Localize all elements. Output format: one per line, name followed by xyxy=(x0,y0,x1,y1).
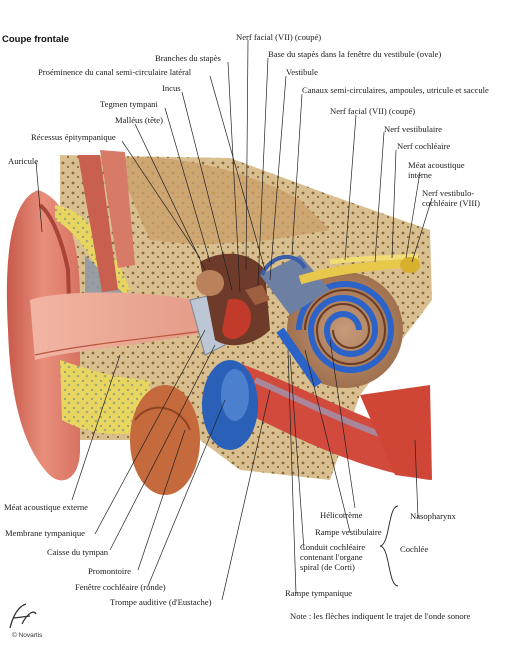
lower-cartilage xyxy=(60,360,150,435)
label-cochlee: Cochlée xyxy=(400,544,429,554)
promontory xyxy=(130,385,200,495)
footnote: Note : les flèches indiquent le trajet d… xyxy=(290,611,471,621)
label-nerf-facial-right: Nerf facial (VII) (coupé) xyxy=(330,106,416,116)
label-helicotrema: Hélicotrème xyxy=(320,510,363,520)
cochlea-shape xyxy=(287,272,403,388)
label-nerf-vestibulaire: Nerf vestibulaire xyxy=(384,124,442,134)
label-malleus: Malléus (tête) xyxy=(115,115,163,125)
label-nerf-vestibulo: Nerf vestibulo-cochléaire (VIII) xyxy=(422,188,480,208)
label-branches-stapes: Branches du stapès xyxy=(155,53,221,63)
label-rampe-vestibulaire: Rampe vestibulaire xyxy=(315,527,382,537)
label-membrane: Membrane tympanique xyxy=(5,528,85,538)
leader-lines xyxy=(35,39,433,601)
label-vestibule: Vestibule xyxy=(286,67,318,77)
external-acoustic-meatus xyxy=(30,292,215,360)
label-proeminence: Proéminence du canal semi-circulaire lat… xyxy=(38,67,192,77)
label-nasopharynx: Nasopharynx xyxy=(410,511,456,521)
credit: © Novartis xyxy=(12,632,43,639)
label-promontoire: Promontoire xyxy=(88,566,131,576)
label-trompe: Trompe auditive (d'Eustache) xyxy=(110,597,212,607)
label-recessus: Récessus épitympanique xyxy=(31,132,116,142)
label-meat-interne: Méat acoustique interne xyxy=(408,160,465,180)
label-conduit: Conduit cochléaire contenant l'organe sp… xyxy=(300,542,366,572)
label-canaux: Canaux semi-circulaires, ampoules, utric… xyxy=(302,85,489,95)
label-meat-externe: Méat acoustique externe xyxy=(4,502,88,512)
label-nerf-facial-top: Nerf facial (VII) (coupé) xyxy=(236,32,322,42)
label-incus: Incus xyxy=(162,83,181,93)
diagram-title: Coupe frontale xyxy=(2,34,70,45)
petrous-bone xyxy=(115,157,330,245)
malleus-head xyxy=(196,270,224,296)
cochlea-brace xyxy=(379,505,399,587)
stapes xyxy=(245,285,270,305)
label-rampe-tympanique: Rampe tympanique xyxy=(285,588,353,598)
label-auricule: Auricule xyxy=(8,156,39,166)
muscle xyxy=(78,155,118,292)
label-tegmen: Tegmen tympani xyxy=(100,99,158,109)
vestibule-shape xyxy=(260,255,330,315)
incus xyxy=(222,298,251,340)
label-fenetre-cochleaire: Fenêtre cochléaire (ronde) xyxy=(75,582,166,592)
label-nerf-cochleaire: Nerf cochléaire xyxy=(397,141,451,151)
label-base-stapes: Base du stapès dans la fenêtre du vestib… xyxy=(268,49,442,59)
netter-signature xyxy=(9,603,37,629)
label-caisse: Caisse du tympan xyxy=(47,547,109,557)
